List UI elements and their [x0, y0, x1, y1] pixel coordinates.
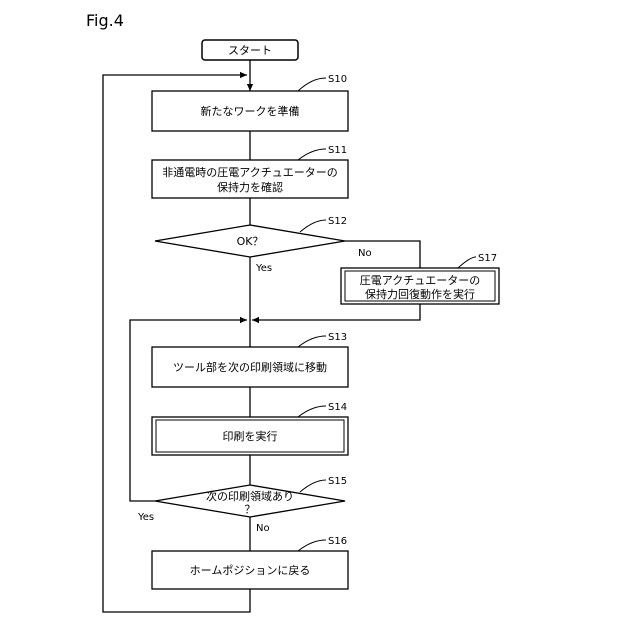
- step-s17-text-2: 保持力回復動作を実行: [365, 287, 475, 301]
- step-s11-text-2: 保持力を確認: [217, 180, 283, 194]
- decision-s15: 次の印刷領域あり ？ S15 Yes No: [137, 476, 347, 534]
- start-terminal: スタート: [202, 40, 298, 60]
- step-s16-text: ホームポジションに戻る: [190, 564, 311, 577]
- decision-s15-yes-label: Yes: [137, 512, 154, 523]
- step-s10-text: 新たなワークを準備: [201, 104, 300, 118]
- step-s17-text-1: 圧電アクチュエーターの: [360, 274, 480, 287]
- decision-s12: OK？ S12 No Yes: [155, 216, 372, 274]
- step-s13-id: S13: [328, 332, 347, 343]
- decision-s12-yes-label: Yes: [255, 263, 272, 274]
- decision-s12-text: OK？: [237, 235, 264, 248]
- decision-s15-text-1: 次の印刷領域あり: [206, 489, 294, 503]
- decision-s15-id: S15: [328, 476, 347, 487]
- decision-s12-no-label: No: [358, 248, 372, 259]
- decision-s12-id: S12: [328, 216, 347, 227]
- figure-label: Fig.4: [86, 11, 124, 30]
- step-s17-id: S17: [478, 253, 497, 264]
- step-s10-id: S10: [328, 74, 347, 85]
- step-s11-id: S11: [328, 145, 347, 156]
- step-s13-text: ツール部を次の印刷領域に移動: [173, 360, 327, 374]
- start-label: スタート: [228, 44, 272, 57]
- step-s14-text: 印刷を実行: [223, 429, 278, 443]
- decision-s15-text-2: ？: [245, 503, 256, 516]
- step-s14-id: S14: [328, 402, 347, 413]
- decision-s15-no-label: No: [256, 523, 270, 534]
- step-s11-text-1: 非通電時の圧電アクチュエーターの: [162, 166, 337, 179]
- step-s16-id: S16: [328, 536, 347, 547]
